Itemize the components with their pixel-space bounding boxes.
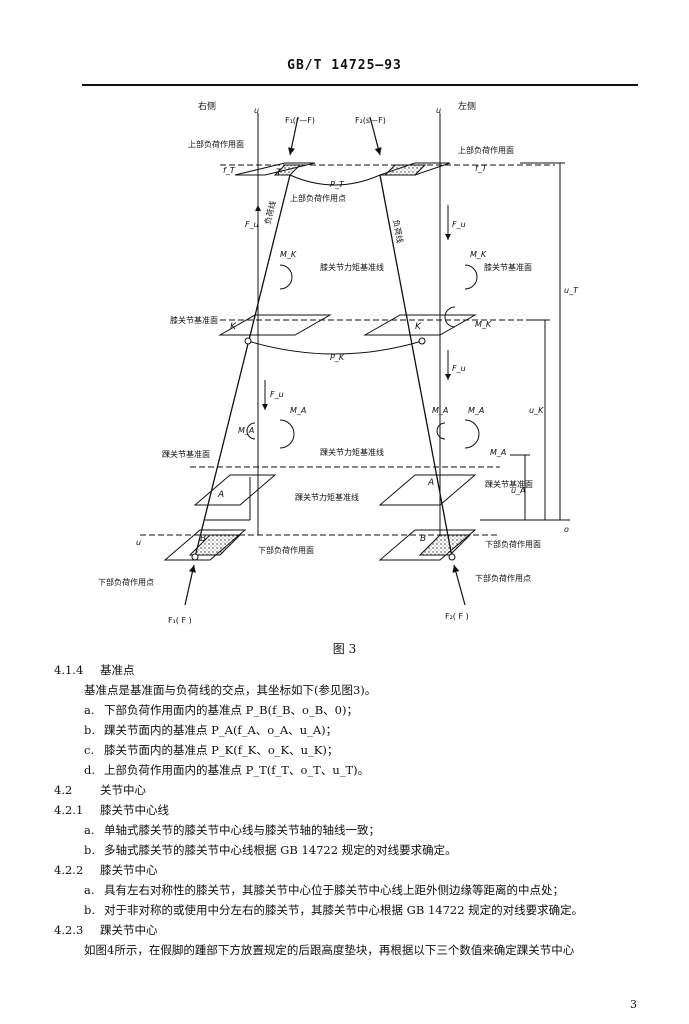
label-lower-plane-right: 下部负荷作用面 xyxy=(485,539,541,549)
load-line-left-side xyxy=(379,174,453,558)
letter-k-left: K xyxy=(230,322,237,332)
section-number: 4.1.4 xyxy=(54,663,84,677)
force-arrow-bottom-right xyxy=(452,564,466,606)
svg-text:M_A: M_A xyxy=(468,406,484,415)
page-header: GB/T 14725—93 xyxy=(287,58,402,73)
list-item: b.对于非对称的或使用中分左右的膝关节，其膝关节中心根据 GB 14722 规定… xyxy=(84,903,584,917)
label-force-bottom-left: F₁( F ) xyxy=(168,616,192,625)
paragraph: 基准点是基准面与负荷线的交点，其坐标如下(参见图3)。 xyxy=(84,683,377,697)
svg-text:M_K: M_K xyxy=(470,250,487,259)
label-lower-point-left: 下部负荷作用点 xyxy=(98,577,154,587)
figure-3: 右侧 左侧 u u F₁(r—F) F₂(s—F) 上部负荷作用面 上部负荷作用… xyxy=(80,95,640,635)
section-number: 4.2 xyxy=(54,783,73,797)
section-title: 基准点 xyxy=(100,663,135,677)
body-text: 4.1.4 基准点 基准点是基准面与负荷线的交点，其坐标如下(参见图3)。 a.… xyxy=(54,660,644,960)
label-knee-moment-line: 膝关节力矩基准线 xyxy=(320,262,384,272)
svg-text:u: u xyxy=(436,106,441,115)
svg-text:M_K: M_K xyxy=(475,320,492,329)
list-item: a.单轴式膝关节的膝关节中心线与膝关节轴的轴线一致； xyxy=(84,823,380,837)
letter-k-right: K xyxy=(415,322,422,332)
header-rule xyxy=(82,84,638,86)
label-ankle-ref-plane-right: 踝关节基准面 xyxy=(485,479,533,489)
label-force-bottom-right: F₂( F ) xyxy=(445,612,469,621)
section-number: 4.2.2 xyxy=(54,863,84,877)
section-4-2-2: 4.2.2 膝关节中心 xyxy=(54,860,644,880)
section-4-2: 4.2 关节中心 xyxy=(54,780,644,800)
letter-t: T xyxy=(276,168,283,178)
svg-text:u: u xyxy=(254,106,259,115)
letter-b-right: B xyxy=(420,534,426,544)
load-line-diagram: 右侧 左侧 u u F₁(r—F) F₂(s—F) 上部负荷作用面 上部负荷作用… xyxy=(98,100,579,625)
force-arrow-bottom-left xyxy=(184,564,196,606)
label-load-line-left: 负荷线 xyxy=(262,200,278,226)
svg-text:M_A: M_A xyxy=(432,406,448,415)
list-item: b.多轴式膝关节的膝关节中心线根据 GB 14722 规定的对线要求确定。 xyxy=(84,843,457,857)
label-upper-plane-left: 上部负荷作用面 xyxy=(188,139,244,149)
label-lower-plane-left: 下部负荷作用面 xyxy=(258,545,314,555)
section-number: 4.2.3 xyxy=(54,923,84,937)
force-arrow-top-left-side xyxy=(369,116,382,156)
list-item: c.膝关节面内的基准点 P_K(f_K、o_K、u_K)； xyxy=(84,743,339,757)
svg-text:o: o xyxy=(564,525,569,534)
label-lower-point-right: 下部负荷作用点 xyxy=(475,573,531,583)
section-4-2-1: 4.2.1 膝关节中心线 xyxy=(54,800,644,820)
page-number: 3 xyxy=(630,998,637,1011)
list-item: b.踝关节面内的基准点 P_A(f_A、o_A、u_A)； xyxy=(84,723,338,737)
load-line-right-side xyxy=(194,174,291,558)
section-title: 膝关节中心 xyxy=(100,863,158,877)
svg-text:M_K: M_K xyxy=(280,250,297,259)
dim-ut: u_T xyxy=(564,286,579,295)
force-arrow-top-right-side xyxy=(287,116,299,156)
label-force-top-right: F₂(s—F) xyxy=(355,116,386,125)
label-ankle-moment-line: 踝关节力矩基准线 xyxy=(320,447,384,457)
list-item: d.上部负荷作用面内的基准点 P_T(f_T、o_T、u_T)。 xyxy=(84,763,370,777)
label-upper-load-point: 上部负荷作用点 xyxy=(290,193,346,203)
section-4-1-4: 4.1.4 基准点 xyxy=(54,660,644,680)
label-knee-ref-plane-left: 膝关节基准面 xyxy=(170,315,218,325)
svg-text:M_A: M_A xyxy=(490,448,506,457)
label-upper-plane-right: 上部负荷作用面 xyxy=(458,145,514,155)
section-title: 膝关节中心线 xyxy=(100,803,169,817)
paragraph: 如图4所示，在假脚的踵部下方放置规定的后跟高度垫块，再根据以下三个数值来确定踝关… xyxy=(84,943,575,957)
letter-a-right: A xyxy=(427,478,434,488)
svg-text:F_u: F_u xyxy=(452,364,466,373)
label-ankle-moment-line-2: 踝关节力矩基准线 xyxy=(295,492,359,502)
svg-text:P_K: P_K xyxy=(330,353,345,362)
dim-uk: u_K xyxy=(529,406,544,415)
label-knee-ref-plane-right: 膝关节基准面 xyxy=(484,262,532,272)
label-ankle-ref-plane-left: 踝关节基准面 xyxy=(162,449,210,459)
section-title: 关节中心 xyxy=(100,783,146,797)
svg-text:f_T: f_T xyxy=(223,166,236,175)
svg-text:M_A: M_A xyxy=(290,406,306,415)
label-side-right: 右侧 xyxy=(198,100,216,112)
label-force-top-left: F₁(r—F) xyxy=(285,116,315,125)
svg-text:F_u: F_u xyxy=(270,390,284,399)
section-title: 踝关节中心 xyxy=(100,923,158,937)
label-side-left: 左侧 xyxy=(458,100,476,112)
letter-a-left: A xyxy=(217,490,224,500)
svg-text:F_u: F_u xyxy=(245,220,259,229)
svg-text:F_u: F_u xyxy=(452,220,466,229)
list-item: a.具有左右对称性的膝关节，其膝关节中心位于膝关节中心线上距外侧边缘等距离的中点… xyxy=(84,883,564,897)
label-load-line-right: 负荷线 xyxy=(391,218,405,243)
section-number: 4.2.1 xyxy=(54,803,84,817)
svg-text:P_T: P_T xyxy=(330,180,345,189)
section-4-2-3: 4.2.3 踝关节中心 xyxy=(54,920,644,940)
svg-text:u: u xyxy=(136,538,141,547)
letter-b-left: B xyxy=(200,534,206,544)
dim-ua: u_A xyxy=(511,486,526,495)
svg-text:M_A: M_A xyxy=(238,426,254,435)
figure-caption: 图 3 xyxy=(332,642,357,656)
svg-text:f_T: f_T xyxy=(475,164,488,173)
list-item: a.下部负荷作用面内的基准点 P_B(f_B、o_B、0)； xyxy=(84,703,358,717)
